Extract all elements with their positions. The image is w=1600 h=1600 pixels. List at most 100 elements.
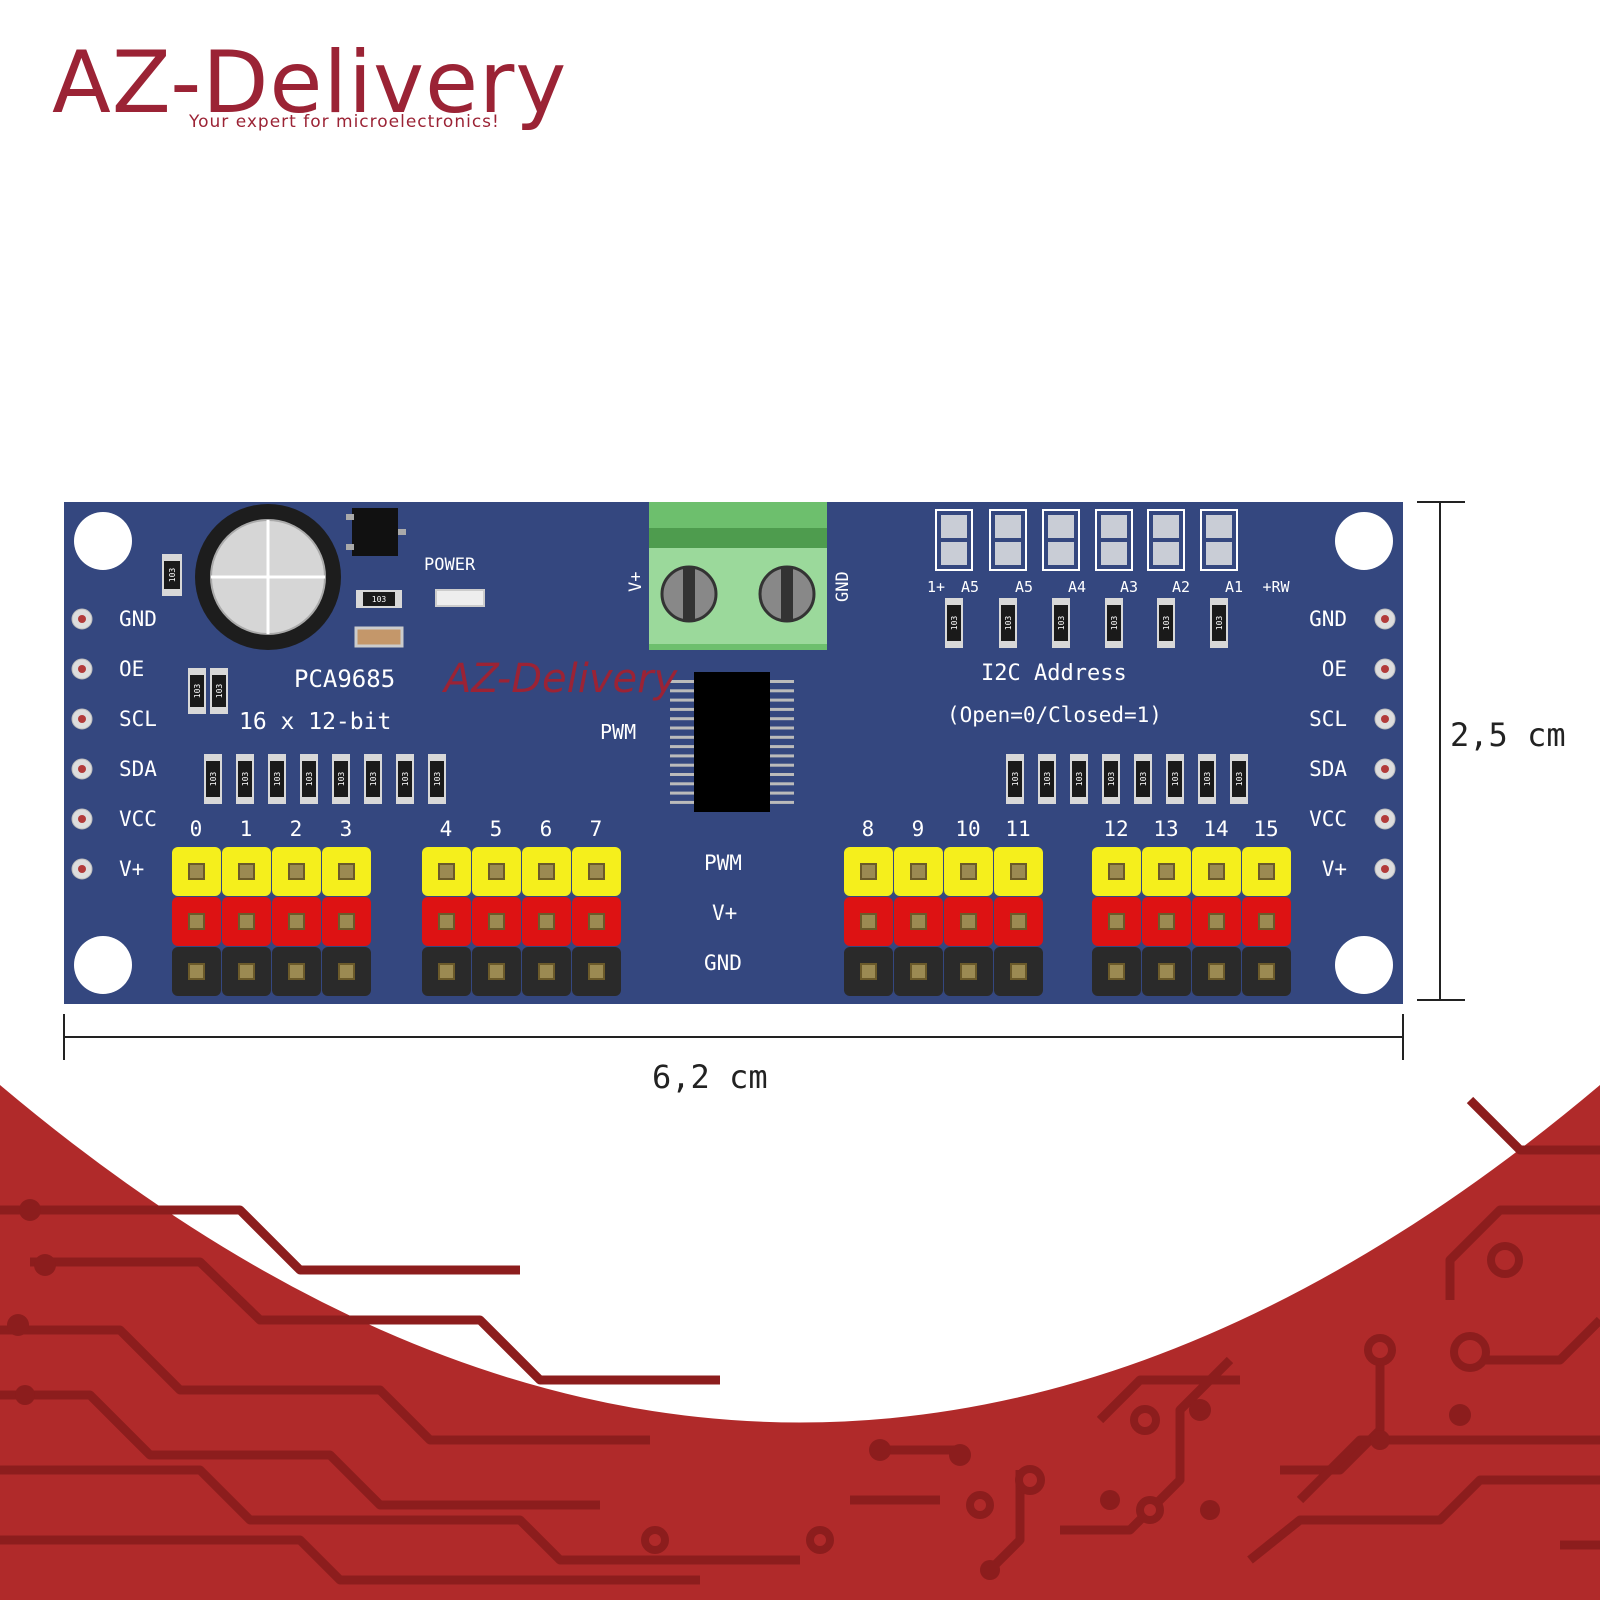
pin-hole-center [78,715,86,723]
terminal-block [649,502,827,650]
address-pad-label: 1+ [927,578,945,596]
header-pin [572,947,621,996]
header-pin [1092,847,1141,896]
power-led [435,589,485,607]
header-pin [322,947,371,996]
address-jumper-pad [1200,509,1238,571]
header-pin [422,847,471,896]
channel-label: 11 [1005,817,1030,841]
smd-capacitor [354,626,404,648]
right-pin-label: SCL [1309,707,1347,731]
width-dimension: 6,2 cm [652,1058,768,1096]
resistor-code: 103 [369,772,378,787]
resistor-code: 103 [433,772,442,787]
resistor: 103 [945,598,963,648]
address-jumper-pad [1147,509,1185,571]
pin-hole-center [1381,815,1389,823]
channel-label: 10 [955,817,980,841]
ic-pin [770,689,794,693]
ic-pin [770,726,794,730]
resistor: 103 [1230,754,1248,804]
resistor: 103 [1038,754,1056,804]
resistor: 103 [428,754,446,804]
resistor-code: 103 [273,772,282,787]
pin-hole-center [1381,765,1389,773]
ic-pin [670,745,694,749]
ic-pin [670,800,694,804]
address-jumper-pad [935,509,973,571]
terminal-gnd-label: GND [833,571,853,602]
resistor-code: 103 [1110,616,1119,631]
pin-hole-center [78,815,86,823]
resistor: 103 [162,554,182,596]
resistor-code: 103 [401,772,410,787]
ic-pin [770,782,794,786]
header-pin [222,847,271,896]
dimension-lines [63,501,1465,1060]
header-pin [944,897,993,946]
side-pin-holes [71,608,1396,880]
pwm-label: PWM [600,720,636,744]
address-jumper-pad [1095,509,1133,571]
resistor-code: 103 [950,616,959,631]
resistor-code: 103 [241,772,250,787]
header-pin [422,947,471,996]
red-circuit-band [0,1085,1600,1600]
header-pin [1092,947,1141,996]
address-pad-label: A5 [961,578,979,596]
header-pin [994,947,1043,996]
ic-pin [670,782,694,786]
ic-pin [770,745,794,749]
mounting-hole [1335,512,1393,570]
right-pin-label: GND [1309,607,1347,631]
terminal-vplus-label: V+ [626,572,646,592]
power-label: POWER [424,555,476,575]
ic-pin [770,735,794,739]
left-pin-label: SDA [119,757,157,781]
resistor: 103 [999,598,1017,648]
brand-logo: AZ-Delivery Your expert for microelectro… [52,40,572,140]
brand-tagline: Your expert for microelectronics! [189,112,500,132]
pin-hole-center [1381,865,1389,873]
header-pin [1242,897,1291,946]
resistor: 103 [300,754,318,804]
right-pin-label: VCC [1309,807,1347,831]
resistor: 103 [1105,598,1123,648]
header-pin [1142,847,1191,896]
resistor: 103 [1052,598,1070,648]
right-pin-label: OE [1322,657,1347,681]
ic-pin [670,717,694,721]
resistor-code: 103 [1162,616,1171,631]
servo-headers [172,847,1291,996]
resistor: 103 [396,754,414,804]
resistor: 103 [356,590,402,608]
ic-pin [770,791,794,795]
address-jumpers [935,509,1238,571]
ic-pin [670,707,694,711]
address-pad-label: A4 [1068,578,1086,596]
header-pin [1142,897,1191,946]
resistor: 103 [1198,754,1216,804]
resistor-code: 103 [1075,772,1084,787]
ic-pin [670,689,694,693]
mounting-hole [1335,936,1393,994]
header-pin [522,947,571,996]
resistor-code: 103 [1004,616,1013,631]
channel-label: 0 [190,817,203,841]
brand-name: AZ-Delivery [52,33,568,133]
circuit-dots [7,1199,1471,1580]
chip-label: PCA9685 [294,665,395,693]
address-pad-label: A5 [1015,578,1033,596]
ic-pin [670,698,694,702]
resistor-code: 103 [1057,616,1066,631]
address-pad-label: A2 [1172,578,1190,596]
i2c-subtitle: (Open=0/Closed=1) [947,703,1162,727]
header-pin [222,947,271,996]
header-pin [894,847,943,896]
header-pin [844,847,893,896]
channel-label: 6 [540,817,553,841]
height-dimension: 2,5 cm [1450,716,1566,754]
header-pin [472,847,521,896]
header-pin [994,897,1043,946]
channel-label: 4 [440,817,453,841]
